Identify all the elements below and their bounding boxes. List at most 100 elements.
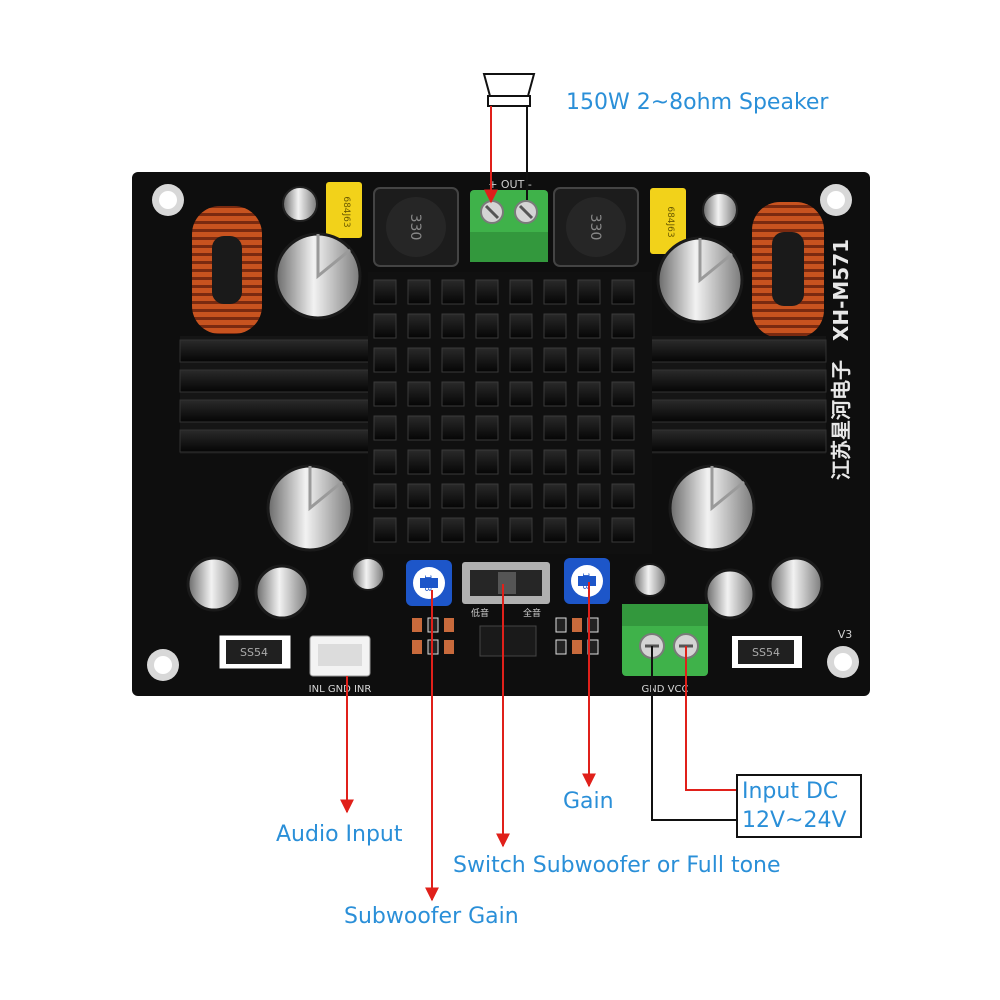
heatsink-pin	[543, 483, 567, 509]
toroid-coil-left	[192, 206, 262, 334]
svg-text:103: 103	[422, 574, 432, 591]
heatsink-pin	[509, 517, 533, 543]
svg-text:684J63: 684J63	[341, 196, 351, 227]
inductor-right: 330	[553, 187, 639, 267]
heatsink-pin	[509, 347, 533, 373]
heatsink-pin	[611, 279, 635, 305]
film-capacitor-left: 684J63	[326, 182, 362, 238]
heatsink-pin	[543, 347, 567, 373]
heatsink-pin	[373, 449, 397, 475]
speaker-output-terminal: + OUT -	[470, 178, 548, 262]
switch-label: Switch Subwoofer or Full tone	[453, 853, 781, 878]
mounting-hole	[820, 184, 852, 216]
heatsink-pin	[475, 381, 499, 407]
gain-label: Gain	[563, 789, 614, 814]
vcc-wire	[685, 646, 737, 791]
heatsink-pin	[509, 415, 533, 441]
subwoofer-gain-label: Subwoofer Gain	[344, 904, 519, 929]
heatsink-pin	[441, 415, 465, 441]
heatsink	[179, 272, 827, 554]
heatsink-pin	[441, 381, 465, 407]
heatsink-pin	[543, 449, 567, 475]
heatsink-pin	[475, 449, 499, 475]
heatsink-pin	[611, 517, 635, 543]
heatsink-pin	[611, 381, 635, 407]
electrolytic-capacitor	[668, 464, 756, 552]
schottky-diode-right: SS54	[732, 636, 802, 668]
heatsink-pin	[407, 517, 431, 543]
heatsink-pin	[373, 483, 397, 509]
heatsink-pin	[543, 279, 567, 305]
heatsink-pin	[611, 415, 635, 441]
heatsink-pin	[543, 381, 567, 407]
svg-text:全音: 全音	[523, 607, 541, 619]
heatsink-pin	[441, 483, 465, 509]
heatsink-pin	[407, 483, 431, 509]
input-dc-box	[736, 774, 862, 838]
heatsink-pin	[407, 415, 431, 441]
svg-text:SS54: SS54	[240, 646, 268, 659]
small-capacitor	[186, 556, 242, 612]
small-capacitor	[702, 192, 738, 228]
heatsink-pin	[509, 381, 533, 407]
heatsink-pin	[577, 313, 601, 339]
heatsink-pin	[475, 279, 499, 305]
speaker-label: 150W 2~8ohm Speaker	[566, 90, 829, 115]
speaker-wires	[484, 106, 528, 204]
heatsink-pin	[441, 449, 465, 475]
heatsink-pin	[577, 517, 601, 543]
heatsink-pin	[509, 483, 533, 509]
schottky-diode-left: SS54	[219, 635, 291, 669]
toroid-coil-right	[752, 202, 824, 338]
svg-text:低音: 低音	[471, 607, 489, 619]
audio-input-label: Audio Input	[276, 822, 403, 847]
heatsink-pin	[441, 347, 465, 373]
board-model-label: XH-M571	[829, 239, 853, 341]
heatsink-pin	[373, 381, 397, 407]
heatsink-pin	[577, 415, 601, 441]
svg-text:103: 103	[580, 572, 590, 589]
input-dc-voltage-label: 12V~24V	[742, 808, 847, 833]
electrolytic-capacitor	[274, 232, 362, 320]
heatsink-pin	[373, 347, 397, 373]
heatsink-pin	[373, 313, 397, 339]
small-capacitor	[254, 564, 310, 620]
heatsink-pin	[373, 279, 397, 305]
heatsink-pin	[407, 381, 431, 407]
mounting-hole	[152, 184, 184, 216]
heatsink-pin	[543, 415, 567, 441]
heatsink-pin	[407, 313, 431, 339]
svg-text:GND VCC: GND VCC	[642, 684, 689, 695]
heatsink-pin	[577, 381, 601, 407]
small-capacitor	[704, 568, 756, 620]
gain-potentiometer[interactable]: 103	[564, 558, 610, 604]
heatsink-pin	[577, 347, 601, 373]
gnd-wire	[651, 646, 737, 821]
small-capacitor	[768, 556, 824, 612]
film-capacitor-right: 684J63	[650, 188, 686, 254]
subwoofer-gain-potentiometer[interactable]: 103	[406, 560, 452, 606]
heatsink-pin	[577, 279, 601, 305]
heatsink-pin	[611, 483, 635, 509]
heatsink-pin	[407, 449, 431, 475]
mounting-hole	[827, 646, 859, 678]
heatsink-pin	[475, 517, 499, 543]
svg-text:330: 330	[587, 214, 603, 241]
audio-input-connector[interactable]: INL GND INR	[309, 635, 372, 695]
mounting-hole	[147, 649, 179, 681]
heatsink-pin	[577, 483, 601, 509]
heatsink-pin	[407, 279, 431, 305]
input-dc-label: Input DC	[742, 779, 839, 804]
inductor-left: 330	[373, 187, 459, 267]
heatsink-pin	[441, 517, 465, 543]
svg-text:SS54: SS54	[752, 646, 780, 659]
heatsink-pin	[611, 347, 635, 373]
svg-text:330: 330	[407, 214, 423, 241]
heatsink-pin	[509, 313, 533, 339]
heatsink-pin	[475, 347, 499, 373]
heatsink-pin	[611, 313, 635, 339]
svg-text:+ OUT -: + OUT -	[488, 178, 532, 191]
heatsink-pin	[475, 483, 499, 509]
svg-text:INL GND INR: INL GND INR	[309, 684, 372, 695]
